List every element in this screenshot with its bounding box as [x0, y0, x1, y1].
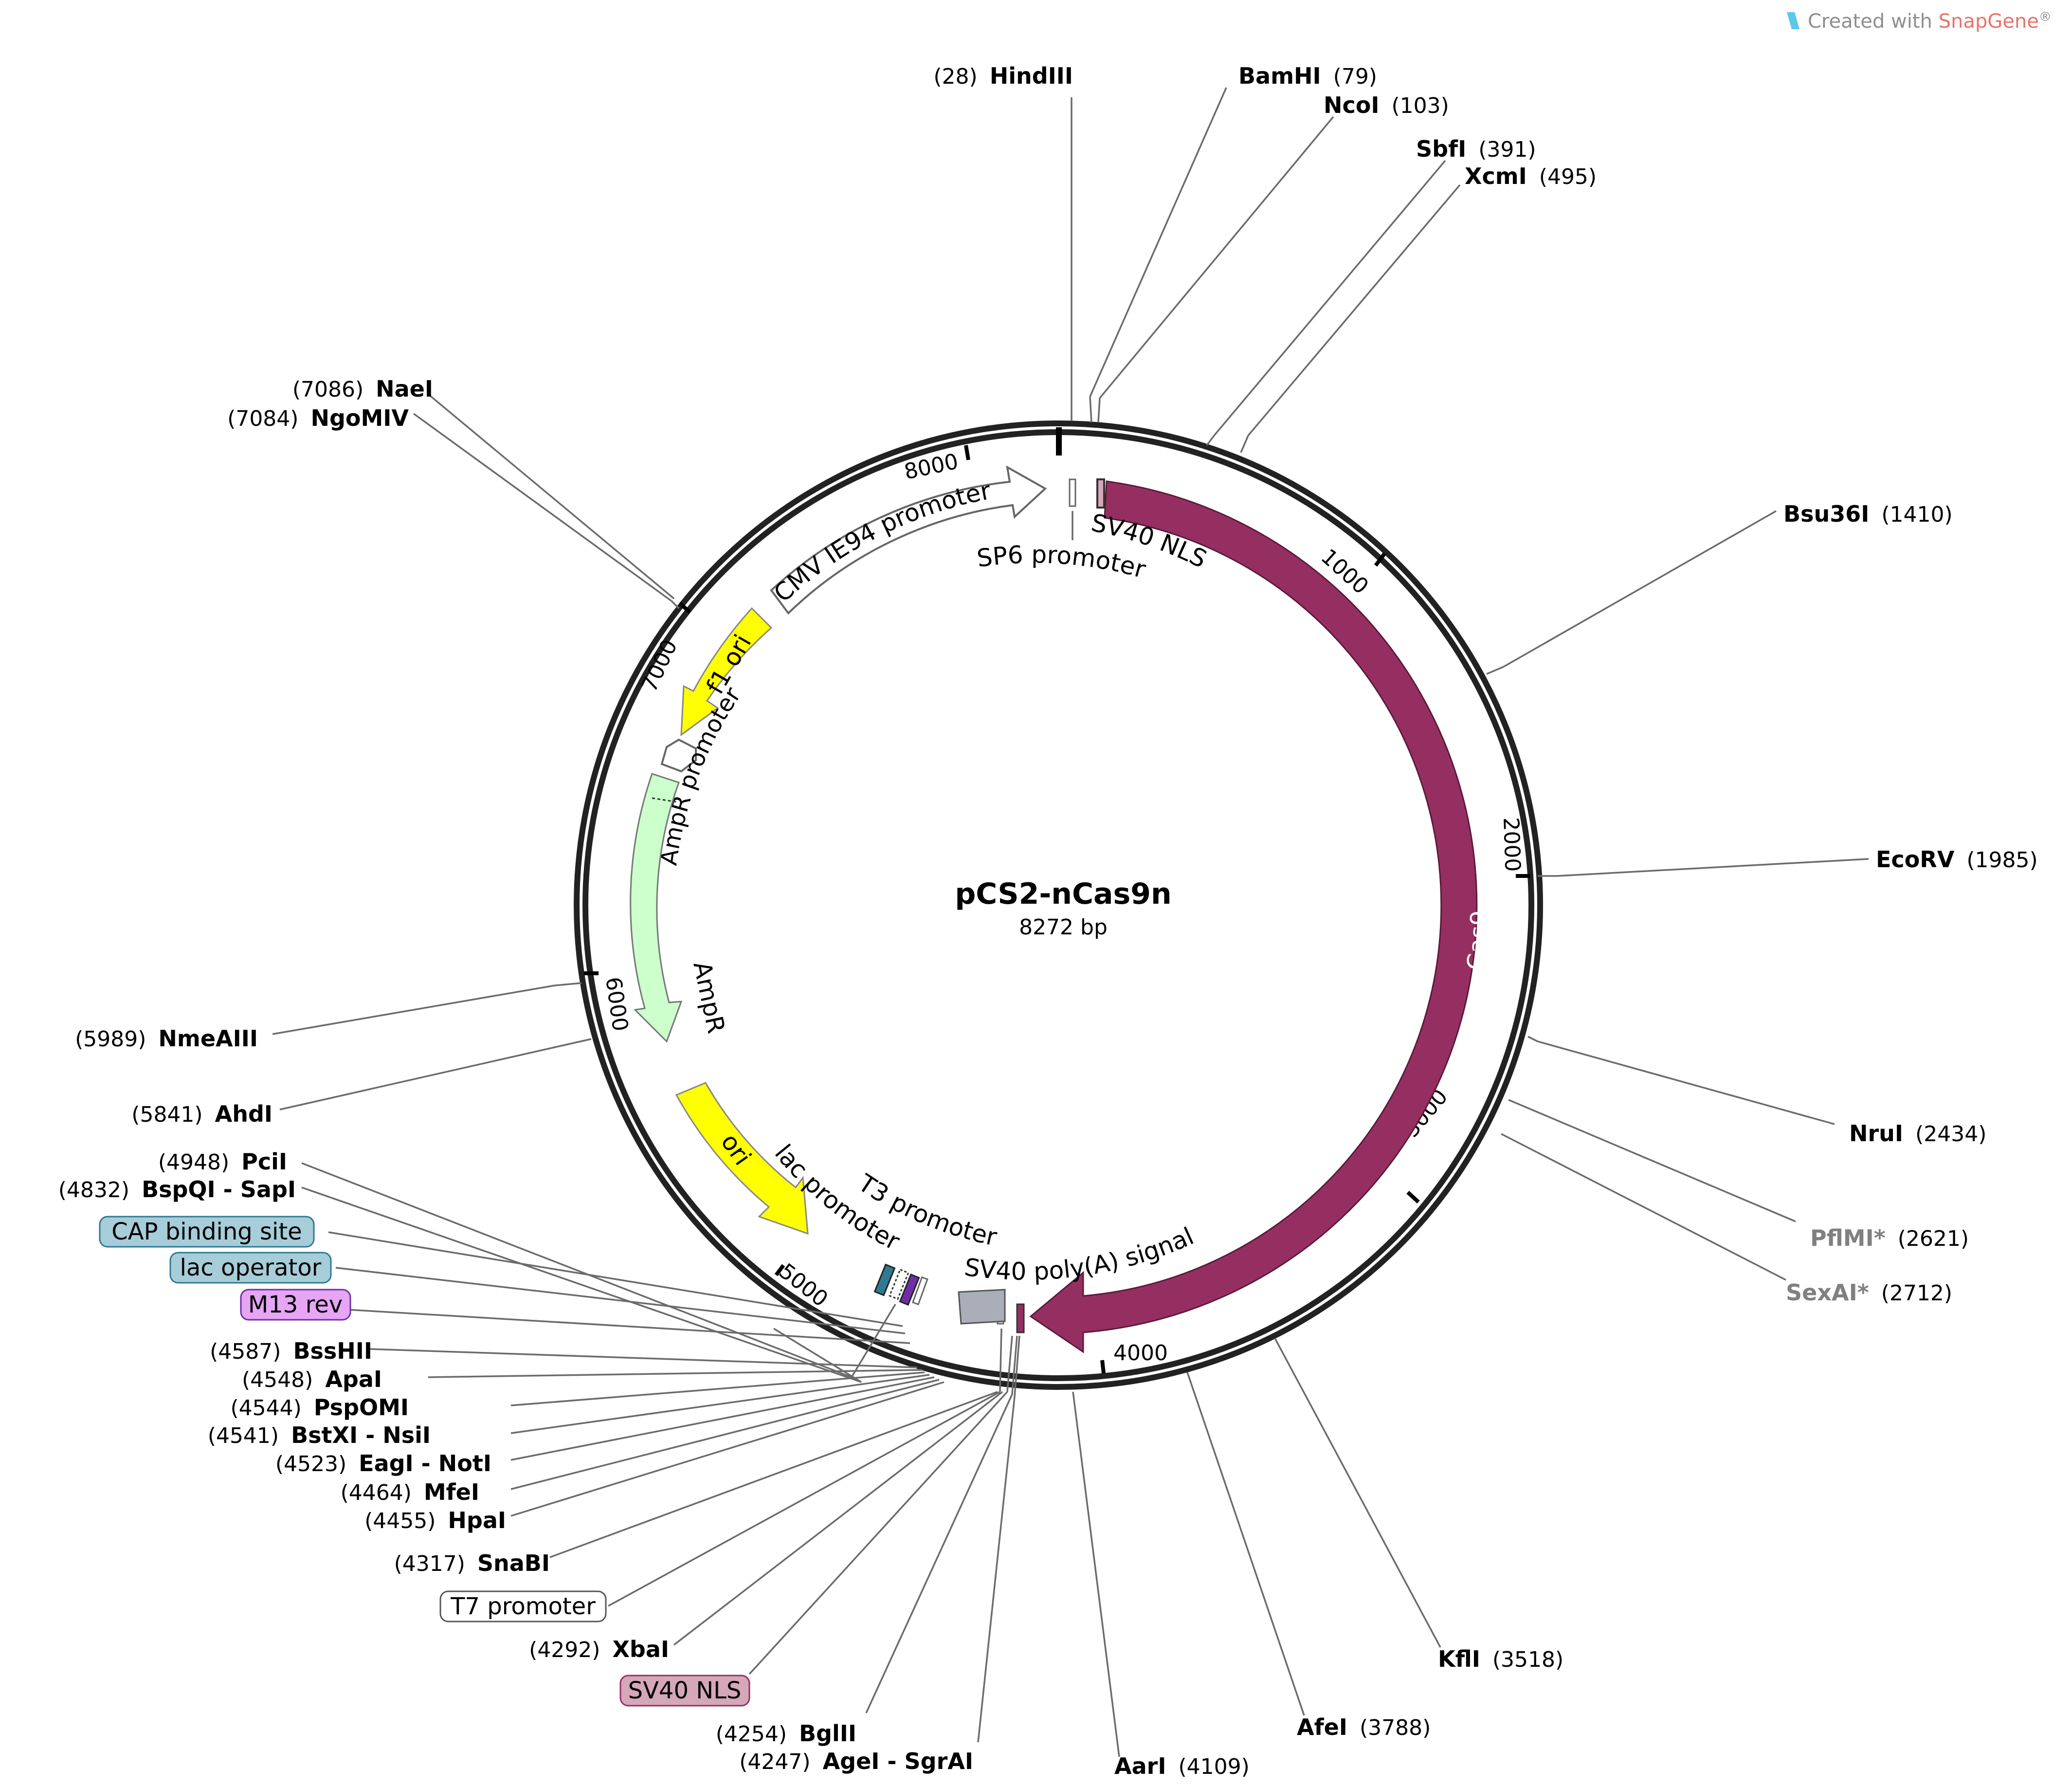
lac-operator-box[interactable]: lac operator: [169, 1252, 332, 1284]
t3-promoter-mark[interactable]: [911, 1276, 928, 1306]
site-snabi: (4317)SnaBI: [394, 1550, 550, 1576]
snapgene-brand-text: SnapGene: [1939, 10, 2039, 33]
site-pflmi: PflMI*(2621): [1810, 1225, 1969, 1251]
f1-ori-arrow[interactable]: [680, 607, 773, 737]
site-nmeaiii: (5989)NmeAIII: [75, 1025, 258, 1052]
tick-7000: 7000: [637, 636, 683, 696]
ampr-arrow[interactable]: [630, 773, 683, 1043]
site-sbfi: SbfI(391): [1416, 136, 1536, 162]
lac-operator-mark[interactable]: [889, 1268, 909, 1300]
snapgene-logo-icon: [1787, 12, 1799, 29]
cap-binding-site-box[interactable]: CAP binding site: [99, 1216, 315, 1248]
site-bsu36i: Bsu36I(1410): [1783, 501, 1953, 527]
cap-site-mark[interactable]: [873, 1263, 896, 1296]
ampr-label: AmpR: [688, 959, 730, 1036]
site-apai: (4548)ApaI: [242, 1366, 382, 1392]
site-ecorv: EcoRV(1985): [1876, 846, 2038, 873]
plasmid-name: pCS2-nCas9n: [955, 877, 1171, 911]
created-with-text: Created with: [1808, 10, 1939, 33]
t7-promoter-label: T7 promoter: [450, 1593, 596, 1620]
leader-lines: [272, 87, 1869, 1757]
sp6-promoter-label: SP6 promoter: [975, 540, 1149, 583]
sv40-nls-top-mark[interactable]: [1096, 478, 1105, 509]
backbone-ring: [574, 420, 1543, 1390]
site-nrui: NruI(2434): [1849, 1120, 1986, 1147]
m13-rev-mark[interactable]: [899, 1273, 920, 1306]
t7-promoter-box[interactable]: T7 promoter: [439, 1590, 607, 1622]
site-aari: AarI(4109): [1114, 1753, 1250, 1779]
site-ahdi: (5841)AhdI: [131, 1101, 273, 1127]
tick-4000: 4000: [1113, 1341, 1168, 1366]
site-xcmi: XcmI(495): [1465, 163, 1597, 189]
site-ngomiv: (7084)NgoMIV: [227, 405, 409, 431]
site-agei-sgrai: (4247)AgeI - SgrAI: [739, 1748, 973, 1774]
svg-text:Created with SnapGene®: Created with SnapGene®: [1808, 10, 2052, 33]
site-pcii: (4948)PciI: [158, 1148, 287, 1175]
m13-rev-label: M13 rev: [248, 1291, 343, 1318]
sv40-polyA-mark[interactable]: [958, 1289, 1006, 1325]
site-sexai: SexAI*(2712): [1786, 1279, 1952, 1306]
site-bglii: (4254)BglII: [716, 1720, 856, 1747]
site-afei: AfeI(3788): [1297, 1714, 1431, 1740]
site-bstxi-nsii: (4541)BstXI - NsiI: [208, 1422, 431, 1448]
site-labels: (28)HindIII BamHI(79) NcoI(103) SbfI(391…: [58, 63, 2038, 1779]
m13-rev-box[interactable]: M13 rev: [240, 1289, 351, 1321]
plasmid-length: 8272 bp: [1019, 915, 1108, 940]
site-bsshii: (4587)BssHII: [210, 1338, 372, 1364]
cmv-promoter-arrow[interactable]: [770, 465, 1047, 615]
site-mfei: (4464)MfeI: [341, 1479, 479, 1505]
site-xbai: (4292)XbaI: [529, 1636, 669, 1662]
site-bspqi-sapi: (4832)BspQI - SapI: [58, 1176, 296, 1203]
site-pspomi: (4544)PspOMI: [230, 1394, 409, 1421]
sv40-nls-box[interactable]: SV40 NLS: [619, 1675, 750, 1707]
ampr-promoter-arrow[interactable]: [660, 738, 697, 773]
cas9-arrow[interactable]: [1029, 480, 1478, 1353]
lac-operator-label: lac operator: [180, 1254, 322, 1281]
site-eagi-noti: (4523)EagI - NotI: [275, 1450, 491, 1476]
sp6-promoter-mark[interactable]: [1069, 478, 1076, 507]
site-kfli: KflI(3518): [1438, 1646, 1563, 1672]
site-hindiii: (28)HindIII: [933, 63, 1073, 89]
ori-arrow[interactable]: [675, 1082, 809, 1235]
boxed-labels: CAP binding site lac operator M13 rev T7…: [99, 1216, 750, 1707]
site-bamhi: BamHI(79): [1238, 63, 1377, 89]
site-hpai: (4455)HpaI: [364, 1507, 506, 1533]
snapgene-branding: Created with SnapGene®: [1787, 10, 2052, 33]
cas9-label: Cas9: [1462, 910, 1494, 971]
sv40-nls-bottom-mark[interactable]: [1016, 1303, 1025, 1333]
tick-2000: 2000: [1498, 817, 1525, 873]
cap-binding-site-label: CAP binding site: [111, 1218, 302, 1245]
site-naei: (7086)NaeI: [292, 376, 433, 402]
tick-6000: 6000: [600, 975, 633, 1033]
site-ncoi: NcoI(103): [1324, 92, 1449, 118]
sv40-nls-label: SV40 NLS: [628, 1677, 742, 1704]
sv40-polyA-label: SV40 poly(A) signal: [963, 1222, 1198, 1286]
registered-mark: ®: [2039, 10, 2052, 24]
